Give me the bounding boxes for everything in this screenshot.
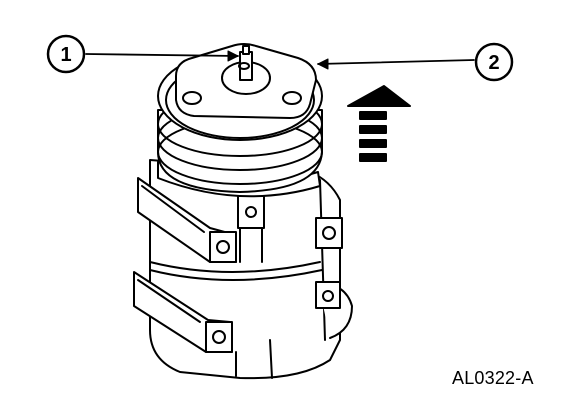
callout-1-number: 1 <box>60 44 71 66</box>
up-arrow-icon <box>347 85 411 162</box>
compressor-body <box>133 159 353 380</box>
callout-2-leader <box>317 59 475 65</box>
figure-code: AL0322-A <box>452 368 534 388</box>
callout-2-arrowhead <box>317 58 329 70</box>
callout-1-leader <box>85 53 239 57</box>
clutch-plate <box>175 43 317 119</box>
callout-2-circle <box>474 42 514 82</box>
callout-1-arrowhead <box>227 50 239 62</box>
callout-2-number: 2 <box>488 52 499 74</box>
callout-1-circle <box>46 34 86 74</box>
